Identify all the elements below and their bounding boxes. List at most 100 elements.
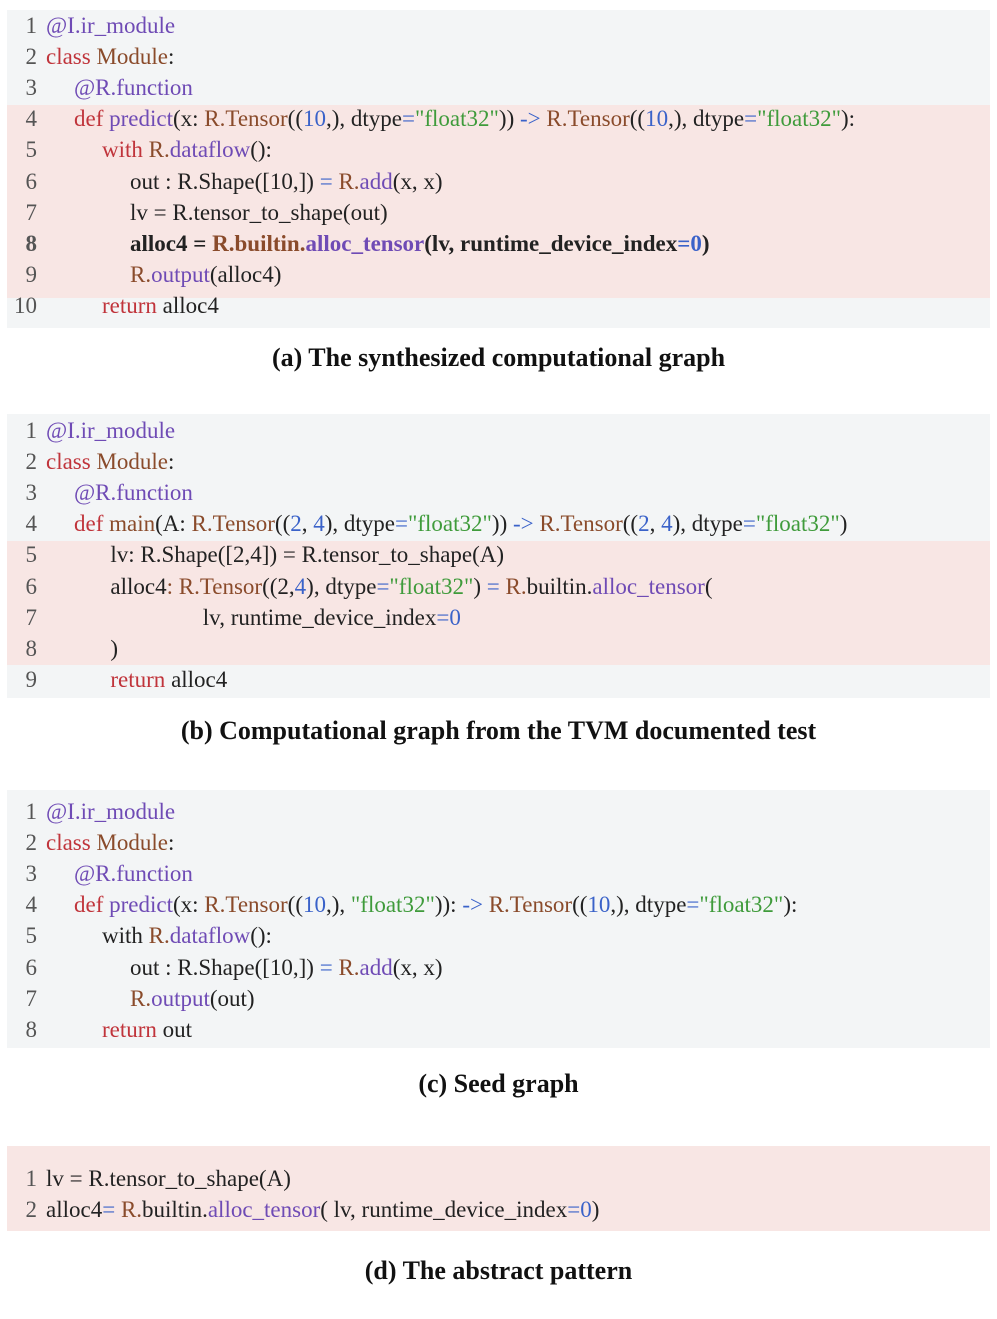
code-token: 10	[302, 106, 326, 132]
code-token: return	[110, 666, 166, 692]
code-token: 4	[661, 511, 673, 537]
code-token: )	[473, 573, 487, 599]
code-line: 9 return alloc4	[7, 664, 228, 695]
line-number: 1	[25, 13, 38, 38]
code-token: (x, x)	[392, 954, 443, 980]
code-token: :	[168, 44, 175, 70]
code-token: "float32"	[407, 511, 492, 537]
code-token: R.Tensor	[204, 106, 288, 132]
code-text: lv, runtime_device_index=0	[194, 602, 461, 633]
highlight-region-d	[7, 1146, 990, 1231]
code-token: (	[704, 573, 713, 599]
code-text: def predict(x: R.Tensor((10,), "float32"…	[65, 889, 797, 920]
code-token: alloc4 =	[130, 230, 213, 256]
code-token: @R.function	[74, 480, 193, 506]
code-token: ))	[498, 106, 520, 132]
line-number: 4	[25, 892, 38, 918]
code-token: ))	[491, 511, 513, 537]
code-token: 2	[290, 511, 302, 537]
highlight-region-a	[7, 105, 990, 298]
code-token: ((	[287, 892, 303, 918]
code-token: =	[677, 230, 691, 256]
code-token: alloc4	[110, 573, 167, 599]
code-token: alloc4	[46, 1197, 103, 1222]
code-token: R.	[505, 573, 527, 599]
code-token: class	[46, 449, 91, 475]
code-token: @I.ir_module	[46, 799, 176, 824]
line-number: 6	[25, 573, 38, 599]
code-token: lv, runtime_device_index	[202, 604, 437, 630]
code-token: lv = R.tensor_to_shape(A)	[46, 1166, 291, 1191]
code-token: dataflow	[169, 137, 251, 163]
code-token: class	[46, 44, 91, 70]
line-number: 4	[25, 106, 38, 132]
code-text: )	[101, 633, 118, 664]
line-number: 8	[25, 230, 38, 256]
code-token: alloc_tensor	[305, 230, 425, 256]
code-token: ), dtype	[306, 573, 377, 599]
code-token: alloc_tensor	[592, 573, 705, 599]
code-token: R.	[338, 168, 360, 194]
code-token: 2	[638, 511, 650, 537]
code-line: 4 def predict(x: R.Tensor((10,), "float32…	[7, 889, 798, 920]
code-token: ->	[513, 511, 534, 537]
code-text: lv: R.Shape([2,4]) = R.tensor_to_shape(A…	[101, 539, 504, 570]
code-token: builtin.	[142, 1197, 208, 1222]
line-number: 7	[25, 199, 38, 225]
code-token: ((	[287, 106, 303, 132]
code-text: alloc4: R.Tensor((2,4), dtype="float32")…	[101, 571, 712, 602]
code-text: @I.ir_module	[37, 415, 175, 446]
code-token: R.	[148, 923, 170, 949]
code-token: "float32"	[757, 106, 842, 132]
code-token: ():	[250, 923, 272, 949]
code-token: ((	[622, 511, 639, 537]
code-text: @R.function	[65, 72, 193, 103]
line-number: 6	[25, 954, 38, 980]
code-token: =	[486, 573, 500, 599]
code-token: lv = R.tensor_to_shape(out)	[130, 199, 388, 225]
code-token: Module	[90, 44, 169, 70]
code-token: =	[567, 1197, 581, 1222]
code-token: out : R.Shape([10,])	[130, 954, 320, 980]
code-token: ((	[629, 106, 646, 132]
code-token: alloc4	[156, 292, 219, 318]
code-token: ,	[649, 511, 662, 537]
code-token: )	[839, 511, 848, 537]
code-token: def	[74, 106, 110, 132]
line-number: 9	[25, 666, 38, 692]
code-token: alloc_tensor	[207, 1197, 321, 1222]
code-token: @R.function	[74, 75, 193, 101]
line-number: 8	[25, 635, 38, 661]
code-token: R.Tensor	[539, 511, 623, 537]
code-token: =	[402, 106, 415, 132]
code-text: class Module:	[37, 827, 174, 858]
line-number: 2	[25, 1197, 38, 1222]
code-token: output	[151, 261, 210, 287]
code-line: 3@R.function	[7, 858, 193, 889]
code-token: =	[686, 892, 700, 918]
code-token: builtin.	[234, 230, 306, 256]
code-token: builtin.	[526, 573, 593, 599]
code-token: ():	[250, 137, 272, 163]
code-token: (x:	[172, 106, 205, 132]
code-token: dataflow	[169, 923, 251, 949]
code-token: )	[591, 1197, 600, 1222]
highlight-region-b	[7, 541, 990, 665]
code-token: ,), dtype	[325, 106, 402, 132]
code-token: 0	[580, 1197, 592, 1222]
code-token: out	[156, 1016, 193, 1042]
code-token: (x:	[172, 892, 205, 918]
code-token: class	[46, 830, 91, 856]
code-token: add	[359, 168, 393, 194]
code-token: ,), dtype	[610, 892, 687, 918]
code-text: return alloc4	[101, 664, 227, 695]
code-token: ):	[783, 892, 798, 918]
